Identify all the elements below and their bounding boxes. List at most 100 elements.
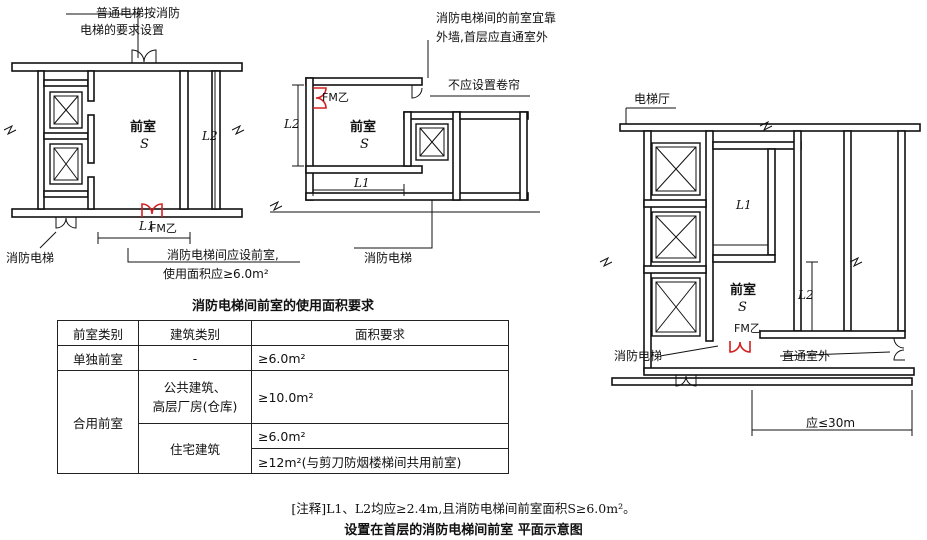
leader-line — [354, 200, 433, 249]
middle-door-label: FM乙 — [322, 91, 349, 104]
break-mark-icon — [759, 120, 773, 132]
elevator-car-icon — [419, 127, 445, 157]
middle-dim-l1: L1 — [353, 176, 370, 190]
left-shaft-wall — [87, 114, 95, 164]
dimension-line — [312, 184, 405, 196]
left-room-label: 前室 — [130, 119, 156, 135]
middle-room-symbol: S — [360, 137, 369, 152]
elevator-car-icon — [49, 91, 83, 129]
building-line: 高层厂房(仓库) — [152, 399, 238, 414]
middle-dim-l2: L2 — [283, 117, 300, 131]
left-shaft-wall — [43, 79, 89, 87]
header-cell: 前室类别 — [57, 320, 139, 346]
dimension-line — [806, 261, 818, 332]
elevator-car-icon — [419, 127, 445, 157]
elevator-car-icon — [53, 147, 79, 181]
middle-shaft-wall — [403, 111, 412, 167]
left-note-bottom-1: 消防电梯间应设前室, — [167, 247, 279, 262]
middle-note-shutter: 不应设置卷帘 — [448, 77, 520, 92]
elevator-car-icon — [655, 281, 697, 333]
left-note-top-2: 电梯的要求设置 — [80, 22, 164, 37]
middle-shaft-wall — [452, 111, 461, 201]
right-shaft-wall — [643, 199, 707, 208]
right-hall-label: 电梯厅 — [634, 92, 670, 106]
door-icon — [411, 85, 423, 99]
building-cell: 住宅建筑 — [138, 423, 252, 474]
table-row: 住宅建筑 ≥6.0m² — [58, 423, 509, 474]
right-room-symbol: S — [738, 300, 747, 315]
left-east-wall — [179, 70, 189, 210]
table-title: 消防电梯间前室的使用面积要求 — [191, 299, 374, 314]
left-shaft-wall — [87, 70, 95, 102]
header-cell: 建筑类别 — [138, 320, 252, 346]
middle-east-wall — [519, 111, 528, 201]
figure-caption: 设置在首层的消防电梯间前室 平面示意图 — [344, 523, 583, 538]
fire-door-icon — [313, 87, 327, 109]
right-inner-wall — [712, 254, 776, 263]
elevator-car-icon — [53, 95, 79, 125]
middle-note-top-1: 消防电梯间的前室宜靠 — [436, 10, 556, 25]
left-bottom-wall — [11, 208, 243, 218]
right-west-wall — [643, 130, 652, 372]
left-elevator-label: 消防电梯 — [6, 250, 54, 265]
middle-elevator-label: 消防电梯 — [364, 250, 412, 265]
right-dim-l2: L2 — [797, 288, 814, 302]
leader-line — [127, 248, 300, 263]
leader-line — [779, 351, 891, 357]
dimension-line — [292, 84, 304, 167]
building-cell: - — [138, 345, 252, 371]
door-icon — [131, 49, 157, 63]
dimension-line — [712, 239, 769, 251]
table-header-row: 前室类别 建筑类别 面积要求 — [57, 320, 509, 346]
elevator-car-icon — [53, 95, 79, 125]
right-plan: 电梯厅 前室 S L1 L2 FM乙 消防电梯 直通室外 应≤30m — [599, 92, 921, 436]
fire-door-icon — [729, 341, 751, 353]
left-shaft-wall — [87, 176, 95, 210]
leader-line — [659, 345, 719, 357]
middle-shaft-wall — [459, 111, 529, 120]
dimension-line — [209, 70, 221, 210]
table-row: ≥12m²(与剪刀防烟楼梯间共用前室) — [58, 448, 509, 474]
left-room-symbol: S — [140, 137, 149, 152]
right-inner-wall — [843, 130, 852, 332]
right-bottom-wall — [611, 377, 913, 386]
middle-bottom-wall — [305, 192, 529, 201]
break-mark-icon — [3, 124, 17, 136]
middle-west-wall — [305, 77, 314, 201]
building-cell: 公共建筑、 高层厂房(仓库) — [138, 370, 252, 424]
middle-plan: 消防电梯间的前室宜靠 外墙,首层应直通室外 不应设置卷帘 前室 S L1 L2 … — [269, 10, 556, 265]
elevator-car-icon — [651, 142, 701, 196]
elevator-car-icon — [655, 281, 697, 333]
leader-line — [66, 8, 139, 58]
dimension-line — [751, 390, 913, 436]
left-door-label: FM乙 — [150, 222, 177, 235]
right-corridor-wall — [759, 330, 906, 339]
leader-line — [39, 231, 57, 249]
elevator-car-icon — [651, 277, 701, 337]
middle-note-top-2: 外墙,首层应直通室外 — [436, 29, 548, 44]
dimension-line — [97, 232, 191, 244]
middle-room-label: 前室 — [350, 119, 376, 135]
right-shaft-wall — [705, 130, 714, 342]
leader-line — [625, 107, 676, 124]
elevator-car-icon — [655, 215, 697, 259]
right-corridor-wall — [643, 367, 915, 376]
break-mark-icon — [231, 124, 245, 136]
right-shaft-wall — [643, 265, 707, 274]
elevator-car-icon — [49, 143, 83, 185]
header-cell: 面积要求 — [251, 320, 509, 346]
elevator-car-icon — [655, 146, 697, 192]
left-west-wall — [37, 70, 45, 210]
footnote: [注释]L1、L2均应≥2.4m,且消防电梯间前室面积S≥6.0m²。 — [291, 501, 636, 516]
category-cell: 合用前室 — [57, 370, 139, 474]
area-cell: ≥10.0m² — [251, 370, 509, 424]
elevator-car-icon — [415, 123, 449, 161]
right-inner-wall — [897, 130, 906, 332]
middle-top-wall — [305, 77, 423, 86]
left-shaft-wall — [43, 132, 89, 140]
right-outdoor-label: 直通室外 — [782, 348, 830, 363]
right-inner-wall — [767, 148, 776, 256]
left-note-top-1: 普通电梯按消防 — [96, 5, 180, 20]
left-dim-l2: L2 — [201, 129, 218, 143]
